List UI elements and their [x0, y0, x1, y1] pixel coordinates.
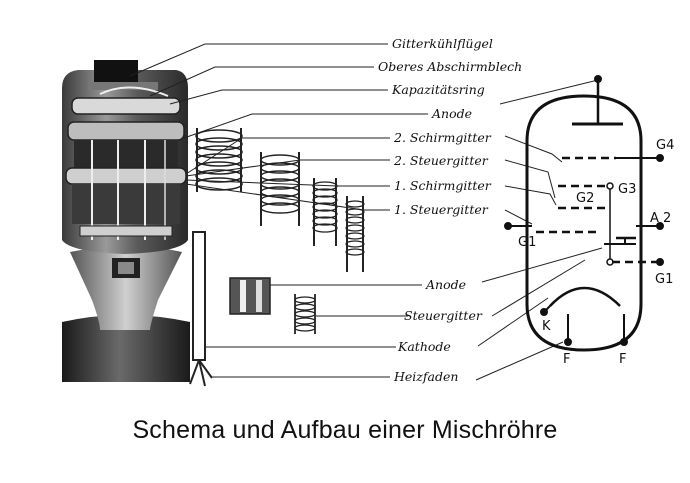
- label-2-schirmgitter: 2. Schirmgitter: [393, 130, 492, 145]
- coil-1-screen-grid: [312, 178, 338, 246]
- label-gitterkuehlfluegel: Gitterkühlflügel: [392, 36, 493, 51]
- label-kathode: Kathode: [397, 339, 451, 354]
- label-1-steuergitter: 1. Steuergitter: [394, 202, 489, 217]
- tube-cap-ring: [71, 97, 181, 115]
- schematic-label-a2: A 2: [650, 211, 671, 226]
- label-2-steuergitter: 2. Steuergitter: [393, 153, 489, 168]
- schematic-label-g1-left: G1: [518, 235, 536, 250]
- tube-glass-neck: [70, 246, 182, 330]
- leader-lines: [129, 43, 428, 378]
- small-control-grid: [294, 294, 316, 334]
- small-anode: [229, 277, 271, 315]
- schematic-label-g3: G3: [618, 182, 636, 197]
- label-kapazitaetsring: Kapazitätsring: [391, 82, 485, 97]
- label-steuergitter: Steuergitter: [404, 308, 483, 323]
- schematic-label-k: K: [542, 319, 551, 334]
- pin-anode-top: [594, 75, 602, 83]
- label-oberes-abschirmblech: Oberes Abschirmblech: [378, 59, 522, 74]
- cathode-rod: [189, 231, 213, 387]
- label-anode-bottom: Anode: [425, 277, 466, 292]
- schematic-cathode: [549, 286, 621, 307]
- figure-caption: Schema und Aufbau einer Mischröhre: [132, 416, 558, 444]
- schematic-label-g2: G2: [576, 191, 594, 206]
- labels: Gitterkühlflügel Oberes Abschirmblech Ka…: [378, 36, 522, 384]
- label-anode-top: Anode: [431, 106, 472, 121]
- schematic-labels: G4 G3 G2 A 2 G1 G1 K F F: [518, 138, 674, 367]
- label-1-schirmgitter: 1. Schirmgitter: [394, 178, 492, 193]
- schematic-label-g1-right: G1: [655, 272, 673, 287]
- schematic-label-f-left: F: [563, 352, 570, 367]
- tube-photo: [62, 60, 190, 382]
- schematic-label-g4: G4: [656, 138, 674, 153]
- grid-cooling-fin: [94, 60, 138, 86]
- tube-base: [62, 315, 190, 382]
- tube-schematic: [504, 75, 664, 352]
- schematic-envelope: [525, 94, 643, 352]
- label-heizfaden: Heizfaden: [393, 369, 458, 384]
- schematic-label-f-right: F: [619, 352, 626, 367]
- schematic-leaders: [475, 79, 603, 381]
- exploded-electrodes: [189, 128, 365, 387]
